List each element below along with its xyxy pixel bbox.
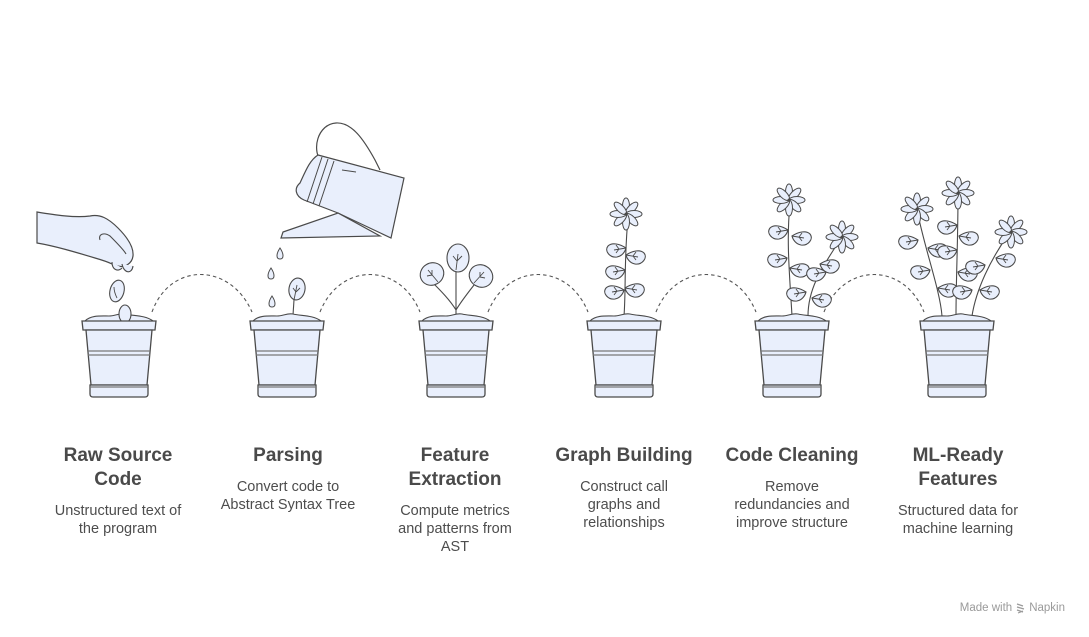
napkin-logo-icon bbox=[1016, 602, 1025, 614]
dashed-connectors bbox=[151, 274, 925, 313]
stage-description: Unstructured text of the program bbox=[54, 503, 182, 537]
stage-description: Convert code to Abstract Syntax Tree bbox=[220, 479, 356, 513]
plant-three-flowers-illustration bbox=[898, 176, 1028, 398]
stage-graph-building: Graph Building Construct call graphs and… bbox=[544, 444, 704, 532]
watering-can-illustration bbox=[249, 122, 405, 398]
napkin-brand-text: Napkin bbox=[1029, 602, 1065, 614]
stage-parsing: Parsing Convert code to Abstract Syntax … bbox=[213, 444, 363, 514]
stage-description: Remove redundancies and improve structur… bbox=[734, 479, 850, 531]
stage-title: Parsing bbox=[253, 445, 323, 466]
stage-description: Compute metrics and patterns from AST bbox=[398, 503, 512, 555]
made-with-text: Made with bbox=[959, 602, 1013, 614]
seedling-illustration bbox=[418, 243, 494, 398]
stage-description: Structured data for machine learning bbox=[897, 503, 1019, 537]
stage-title: Graph Building bbox=[555, 445, 693, 466]
plant-one-flower-illustration bbox=[586, 197, 662, 398]
napkin-attribution[interactable]: Made with Napkin bbox=[960, 602, 1065, 614]
stage-code-cleaning: Code Cleaning Remove redundancies and im… bbox=[712, 444, 872, 532]
hand-seeds-illustration bbox=[36, 211, 157, 398]
stage-title: Code Cleaning bbox=[725, 445, 859, 466]
stage-description: Construct call graphs and relationships bbox=[580, 479, 668, 531]
plant-two-flowers-illustration bbox=[754, 183, 859, 398]
